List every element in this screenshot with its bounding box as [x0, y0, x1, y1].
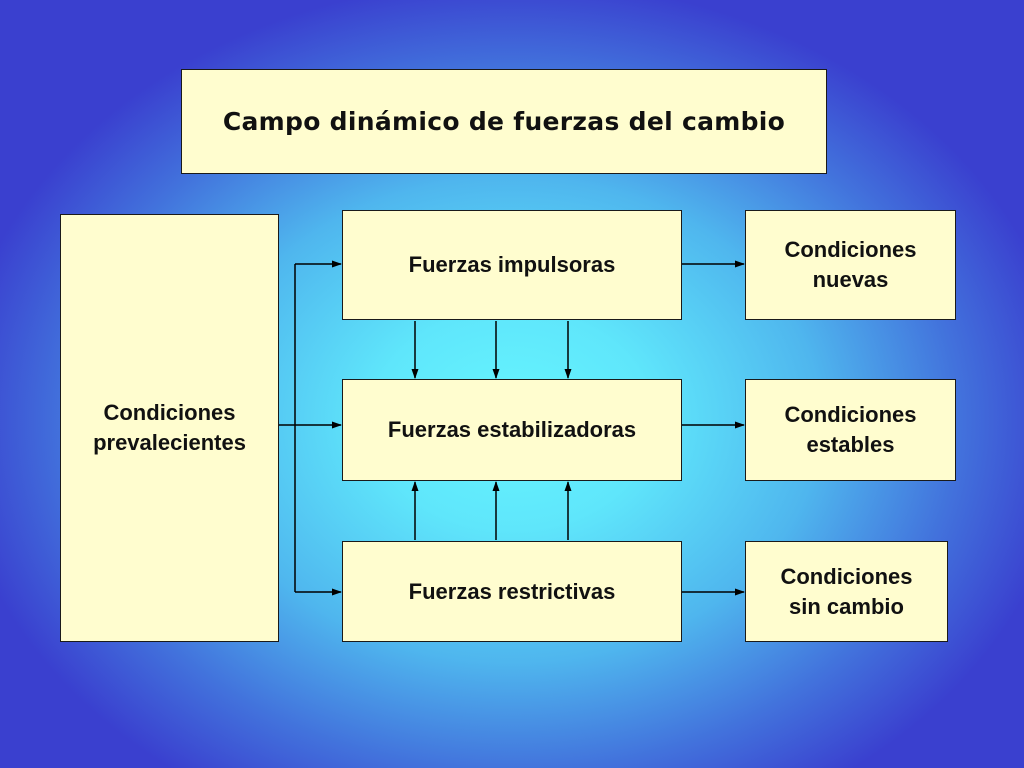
node-condiciones-nuevas: Condiciones nuevas [745, 210, 956, 320]
node-condiciones-prevalecientes: Condiciones prevalecientes [60, 214, 279, 642]
node-label-line2: prevalecientes [93, 430, 246, 455]
node-label-line2: sin cambio [789, 593, 904, 619]
node-condiciones-sin-cambio: Condiciones sin cambio [745, 541, 948, 642]
node-label-line1: Condiciones [784, 237, 917, 262]
node-label: Fuerzas restrictivas [408, 578, 616, 604]
page-title: Campo dinámico de fuerzas del cambio [222, 106, 786, 136]
node-fuerzas-restrictivas: Fuerzas restrictivas [342, 541, 682, 642]
node-label-line1: Condiciones [103, 400, 236, 425]
node-label-line2: estables [806, 432, 895, 457]
node-label-line1: Condiciones [780, 563, 913, 589]
node-label-line1: Condiciones [784, 402, 917, 427]
node-label: Fuerzas impulsoras [408, 252, 616, 277]
node-fuerzas-impulsoras: Fuerzas impulsoras [342, 210, 682, 320]
node-label-line2: nuevas [812, 267, 889, 292]
node-fuerzas-estabilizadoras: Fuerzas estabilizadoras [342, 379, 682, 481]
title-box: Campo dinámico de fuerzas del cambio [181, 69, 827, 174]
node-label: Fuerzas estabilizadoras [387, 417, 637, 442]
node-condiciones-estables: Condiciones estables [745, 379, 956, 481]
